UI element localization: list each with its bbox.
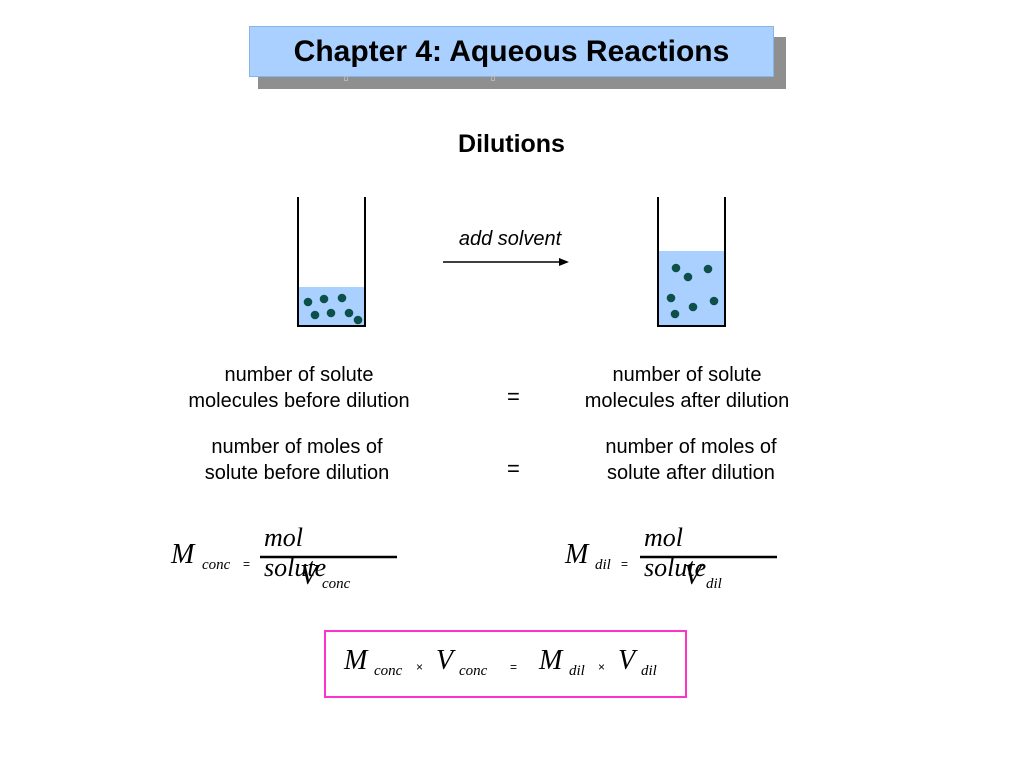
times-sign: × <box>598 660 606 674</box>
slide-title: Chapter 4: Aqueous Reactions <box>249 26 774 77</box>
numerator: mol solute <box>644 523 707 582</box>
particle <box>319 294 329 304</box>
beaker-outline <box>657 197 726 327</box>
subscript: dil <box>569 663 585 679</box>
arrow-label: add solvent <box>458 228 562 250</box>
molecules-after-text: number of solute molecules after dilutio… <box>548 362 826 414</box>
subscript: conc <box>374 663 403 679</box>
beaker-concentrated <box>297 197 366 327</box>
times-sign: × <box>416 660 424 674</box>
text-line: molecules after dilution <box>584 390 790 412</box>
subscript: dil <box>595 557 611 573</box>
text-line: number of moles of <box>211 436 383 458</box>
text-line: solute after dilution <box>607 462 775 484</box>
particle <box>326 308 336 318</box>
volume-symbol: V <box>618 645 636 676</box>
text-line: number of solute <box>612 364 762 386</box>
particle <box>303 297 313 307</box>
solution-diluted <box>658 251 725 326</box>
numerator: mol solute <box>264 523 327 582</box>
text-line: molecules before dilution <box>188 390 410 412</box>
moles-before-text: number of moles of solute before dilutio… <box>150 434 444 486</box>
particle <box>703 264 713 274</box>
particle <box>683 272 693 282</box>
particle <box>671 263 681 273</box>
particle <box>670 309 680 319</box>
volume-symbol: V <box>300 560 318 591</box>
subscript: conc <box>322 576 351 592</box>
solute-particles <box>666 263 719 319</box>
particle <box>709 296 719 306</box>
subscript: conc <box>459 663 488 679</box>
beaker-diluted <box>657 197 726 327</box>
volume-symbol: V <box>436 645 454 676</box>
text-line: number of solute <box>224 364 374 386</box>
particle <box>337 293 347 303</box>
molarity-symbol: M <box>565 539 589 570</box>
text-line: solute before dilution <box>204 462 390 484</box>
molarity-symbol: M <box>344 645 368 676</box>
particle <box>353 315 363 325</box>
volume-symbol: V <box>684 560 702 591</box>
subscript: conc <box>202 557 231 573</box>
subscript: dil <box>706 576 722 592</box>
equals-sign: = <box>510 660 518 674</box>
equals-sign: = <box>507 456 520 481</box>
particle <box>344 308 354 318</box>
molecules-before-text: number of solute molecules before diluti… <box>150 362 448 414</box>
particle <box>310 310 320 320</box>
subscript: dil <box>641 663 657 679</box>
particle <box>666 293 676 303</box>
text-line: number of moles of <box>605 436 777 458</box>
equals-sign: = <box>507 384 520 409</box>
beaker-outline <box>297 197 366 327</box>
solute-particles <box>303 293 363 325</box>
equals-sign: = <box>621 557 629 571</box>
arrow <box>443 258 569 266</box>
section-heading: Dilutions <box>458 130 565 158</box>
molarity-symbol: M <box>539 645 563 676</box>
slide-title-text: Chapter 4: Aqueous Reactions <box>293 34 730 68</box>
particle <box>688 302 698 312</box>
dilution-law-box <box>324 630 687 698</box>
equals-sign: = <box>243 557 251 571</box>
moles-after-text: number of moles of solute after dilution <box>548 434 834 486</box>
decoration-mark <box>491 76 495 81</box>
molarity-symbol: M <box>171 539 195 570</box>
decoration-mark <box>344 76 348 81</box>
